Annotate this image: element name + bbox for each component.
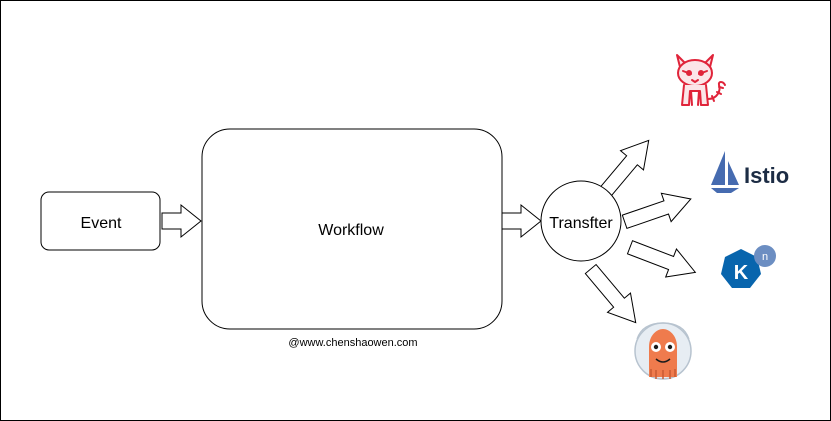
arrow-event-to-workflow bbox=[161, 203, 202, 239]
knative-heptagon-icon bbox=[721, 249, 761, 288]
transfer-label: Transfter bbox=[549, 215, 613, 232]
knative-n-letter: n bbox=[762, 251, 768, 263]
watermark-text: @www.chenshaowen.com bbox=[288, 337, 417, 349]
arrow-workflow-to-transfer bbox=[501, 203, 542, 239]
istio-logo: Istio bbox=[711, 151, 789, 193]
istio-sail-large-icon bbox=[711, 151, 725, 185]
knative-k-letter: K bbox=[734, 262, 749, 284]
istio-sail-small-icon bbox=[728, 161, 739, 185]
arrow-to-tekton bbox=[597, 139, 650, 200]
istio-hull-icon bbox=[711, 188, 739, 193]
arrow-to-argo bbox=[584, 263, 637, 324]
argo-icon bbox=[634, 322, 692, 380]
tekton-cat-icon bbox=[676, 54, 726, 106]
arrow-to-istio bbox=[621, 192, 692, 230]
transfer-node bbox=[540, 180, 622, 262]
arrow-to-knative bbox=[626, 240, 697, 278]
workflow-label: Workflow bbox=[318, 222, 384, 239]
knative-n-badge-icon bbox=[754, 245, 776, 267]
event-label: Event bbox=[81, 215, 122, 232]
knative-logo: K n bbox=[721, 245, 776, 288]
istio-wordmark: Istio bbox=[744, 163, 789, 188]
event-node bbox=[40, 191, 161, 251]
